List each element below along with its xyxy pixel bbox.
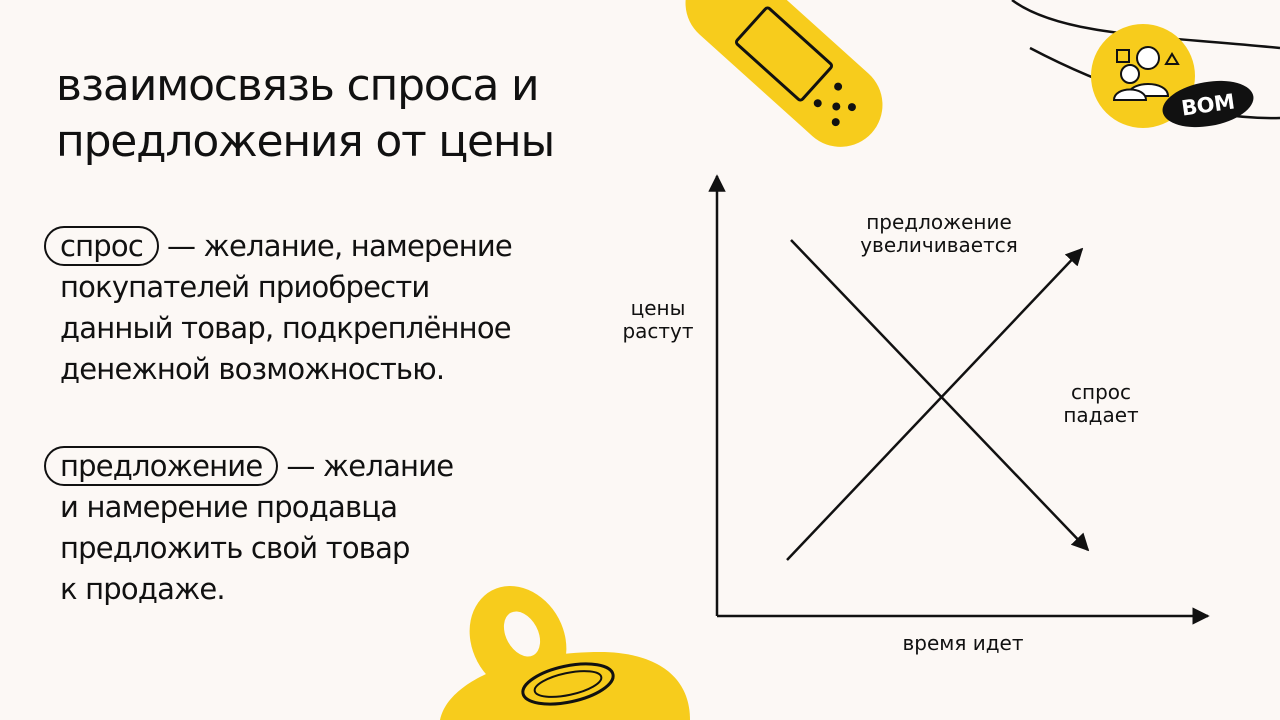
y-axis-label-line-2: растут xyxy=(622,319,694,343)
x-axis-label: время идет xyxy=(902,631,1024,655)
demand-line-label-line-2: падает xyxy=(1063,403,1139,427)
definition-demand: спрос— желание, намерение покупателей пр… xyxy=(44,226,513,390)
slide-title-line-2: предложения от цены xyxy=(56,116,555,167)
supply-line-label-line-1: предложение xyxy=(866,210,1012,234)
supply-line-label: предложение увеличивается xyxy=(838,211,1040,257)
definition-supply-text-3: предложить свой товар xyxy=(60,531,410,565)
pacifier-icon xyxy=(440,586,690,720)
demand-line xyxy=(790,239,1090,552)
slide-title-line-1: взаимосвязь спроса и xyxy=(56,60,540,111)
y-axis-label: цены растут xyxy=(612,297,704,343)
definition-supply-text-4: к продаже. xyxy=(60,572,226,606)
definition-supply: предложение— желание и намерение продавц… xyxy=(44,446,454,610)
logo-people-icon xyxy=(1091,24,1254,128)
supply-line xyxy=(786,247,1084,561)
definition-separator: — xyxy=(286,449,315,483)
definition-demand-line-1: спрос— желание, намерение xyxy=(44,226,513,267)
demand-line-label: спрос падает xyxy=(1046,381,1156,427)
y-axis-label-line-1: цены xyxy=(630,296,686,320)
term-pill-demand: спрос xyxy=(44,226,160,266)
definition-supply-text-1: желание xyxy=(322,449,454,483)
bandage-icon xyxy=(685,0,883,147)
definition-demand-text-2: покупателей приобрести xyxy=(60,270,430,304)
definition-separator: — xyxy=(167,229,196,263)
demand-line-label-line-1: спрос xyxy=(1071,380,1131,404)
supply-line-label-line-2: увеличивается xyxy=(860,233,1018,257)
definition-demand-text-3: данный товар, подкреплённое xyxy=(60,311,512,345)
definition-demand-text-4: денежной возможностью. xyxy=(60,352,445,386)
term-pill-supply: предложение xyxy=(44,446,279,486)
definition-supply-text-2: и намерение продавца xyxy=(60,490,398,524)
definition-demand-text-1: желание, намерение xyxy=(203,229,513,263)
slide-title: взаимосвязь спроса и предложения от цены xyxy=(56,58,555,170)
definition-supply-line-1: предложение— желание xyxy=(44,446,454,487)
